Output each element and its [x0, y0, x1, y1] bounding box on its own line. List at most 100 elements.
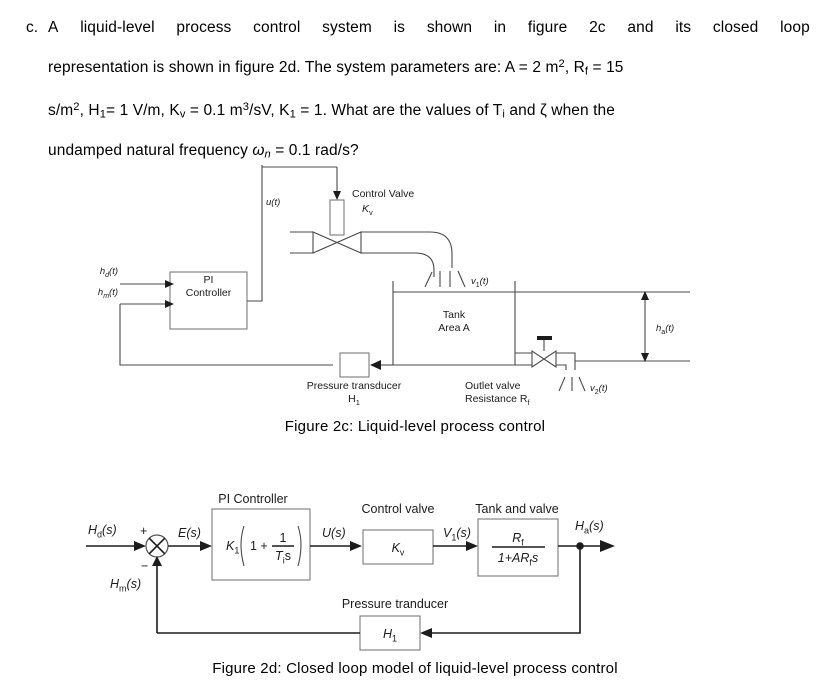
- ha-s-output-arrowhead: [600, 540, 615, 552]
- hd-label: hd(t): [100, 266, 118, 279]
- u-s-arrowhead: [350, 541, 362, 551]
- question-marker: c.: [25, 19, 38, 36]
- control-valve-block-title: Control valve: [362, 502, 435, 516]
- q4-b: = 0.1 rad/s?: [270, 141, 359, 159]
- pi-fraction-denominator: Tis: [275, 549, 291, 566]
- valve-outlet-pipe-outer: [361, 231, 453, 268]
- outlet-valve-handle: [537, 336, 552, 340]
- q1-w12: its: [675, 19, 692, 36]
- summing-junction-cross-2: [148, 537, 166, 555]
- pressure-tranducer-h1: H1: [383, 627, 397, 644]
- q3-sub3: 1: [289, 108, 296, 121]
- q1-w13: closed: [712, 19, 759, 36]
- feedback-path-right: [432, 546, 581, 634]
- question-text-block: c. A liquid-level process control system…: [0, 0, 830, 172]
- tank-walls: [392, 281, 516, 366]
- q3-e: /sV, K: [249, 102, 290, 120]
- outflow-stream-3: [578, 376, 586, 392]
- u-signal-line: [247, 165, 263, 302]
- figure-2d-caption: Figure 2d: Closed loop model of liquid-l…: [212, 660, 618, 677]
- pressure-tranducer-block-title: Pressure tranducer: [342, 597, 448, 611]
- q2-end: = 15: [588, 59, 624, 77]
- q1-w5: system: [322, 19, 372, 36]
- pi-controller-block: [211, 508, 311, 581]
- pressure-transducer-box: [339, 352, 370, 378]
- q1-w9: figure: [527, 19, 568, 36]
- q2-sup: 2: [558, 58, 565, 70]
- control-valve-kv: Kv: [392, 541, 405, 558]
- ha-s-label: Ha(s): [575, 519, 604, 536]
- pi-one-plus: 1 +: [250, 539, 268, 553]
- q2-main: representation is shown in figure 2d. Th…: [48, 59, 559, 77]
- v1-label: v1(t): [471, 276, 489, 289]
- q2-sub: f: [584, 65, 589, 78]
- outlet-valve-label-line2: Resistance Rf: [465, 393, 530, 407]
- hm-s-label: Hm(s): [110, 577, 141, 594]
- q1-w8: in: [493, 19, 507, 36]
- figure-2c: PI Controller hd(t) hm(t) u(t) Control V…: [0, 165, 830, 415]
- q3-sub2: v: [179, 108, 186, 121]
- q1-w10: 2c: [589, 19, 606, 36]
- pi-k1-label: K1: [226, 539, 239, 556]
- ha-arrow-down: [641, 353, 649, 362]
- e-s-arrowhead: [200, 541, 212, 551]
- q4-a: undamped natural frequency: [48, 141, 253, 159]
- v2-label: v2(t): [590, 383, 608, 396]
- hd-s-input-arrowhead: [134, 541, 146, 551]
- q2-tail: , R: [564, 59, 585, 77]
- pressure-tranducer-block: [359, 615, 421, 651]
- question-line-4: undamped natural frequency ωn = 0.1 rad/…: [48, 133, 810, 172]
- q3-sup2: 3: [242, 101, 250, 114]
- q1-w6: is: [393, 19, 406, 36]
- outlet-pipe-exit-top: [556, 352, 576, 370]
- pi-controller-box: [169, 271, 248, 330]
- summing-minus-sign: −: [141, 559, 148, 573]
- summing-plus-sign: +: [140, 524, 147, 538]
- ha-label: ha(t): [656, 323, 674, 336]
- pressure-transducer-label-line1: Pressure transducer: [307, 380, 402, 392]
- outlet-valve-label-line1: Outlet valve: [465, 380, 521, 392]
- figure-2c-caption: Figure 2c: Liquid-level process control: [284, 418, 546, 435]
- v1-s-arrowhead: [466, 541, 478, 551]
- outflow-stream-1: [558, 376, 566, 392]
- u-s-label: U(s): [322, 526, 346, 540]
- question-line-3: s/m2, H1= 1 V/m, Kv = 0.1 m3/sV, K1 = 1.…: [48, 89, 810, 132]
- q3-sub4: i: [502, 108, 505, 121]
- q3-b: , H: [79, 102, 100, 120]
- control-valve-title: Control Valve: [352, 188, 414, 200]
- q1-w1: A: [48, 19, 59, 36]
- hd-s-label: Hd(s): [88, 523, 117, 540]
- transducer-arrowhead: [370, 360, 381, 370]
- tank-fraction-denominator: 1+ARfs: [498, 551, 538, 568]
- q1-w7: shown: [426, 19, 473, 36]
- figure-2d: Hd(s) + − Hm(s) E(s) PI Controller K1 1 …: [0, 478, 830, 658]
- valve-actuator-arrowhead: [333, 191, 341, 200]
- q1-w4: control: [253, 19, 301, 36]
- control-valve-kv-label: Kv: [362, 203, 373, 217]
- pi-fraction-numerator: 1: [280, 531, 287, 545]
- pi-paren-left: [240, 525, 245, 567]
- pi-controller-label-line1: PI: [204, 274, 214, 286]
- figure-2c-svg: PI Controller hd(t) hm(t) u(t) Control V…: [98, 165, 690, 407]
- q3-c: = 1 V/m, K: [106, 102, 180, 120]
- pi-controller-label-line2: Controller: [186, 287, 232, 299]
- feedback-arrowhead: [420, 628, 432, 638]
- hm-label: hm(t): [98, 287, 118, 300]
- pressure-transducer-label-line2: H1: [348, 393, 360, 407]
- control-valve-block: [362, 529, 434, 565]
- q3-f: = 1. What are the values of T: [295, 102, 503, 120]
- e-s-label: E(s): [178, 526, 201, 540]
- inflow-stream-1: [424, 271, 433, 288]
- hm-s-feedback-arrowhead: [152, 556, 162, 566]
- question-line-1: A liquid-level process control system is…: [48, 10, 810, 46]
- tank-fraction-numerator: Rf: [512, 531, 524, 548]
- q3-sup1: 2: [73, 101, 80, 114]
- pi-paren-right: [297, 525, 302, 567]
- pi-block-title: PI Controller: [218, 492, 287, 506]
- q1-w14: loop: [780, 19, 810, 36]
- question-line-2: representation is shown in figure 2d. Th…: [48, 46, 810, 89]
- q1-w3: process: [176, 19, 232, 36]
- q3-d: = 0.1 m: [185, 102, 243, 120]
- q3-sub1: 1: [99, 108, 107, 121]
- figure-2d-svg: Hd(s) + − Hm(s) E(s) PI Controller K1 1 …: [86, 492, 615, 651]
